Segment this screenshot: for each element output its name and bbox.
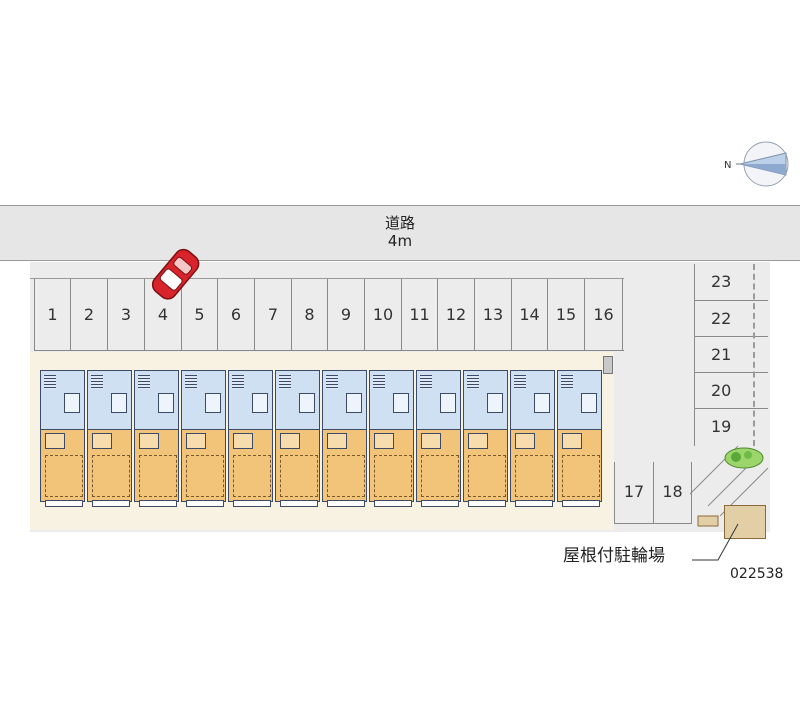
road-width: 4m — [387, 232, 413, 250]
parking-space: 8 — [292, 279, 328, 351]
parking-space: 21 — [695, 337, 768, 373]
parking-space: 14 — [512, 279, 548, 351]
parking-space: 4 — [145, 279, 182, 351]
svg-text:N: N — [724, 160, 731, 171]
bicycle-parking-label: 屋根付駐輪場 — [563, 546, 665, 566]
leader-line — [692, 523, 739, 561]
compass-icon: N — [724, 141, 789, 187]
parking-space: 20 — [695, 373, 768, 409]
road-name: 道路 — [384, 214, 415, 232]
unit-floorplan — [228, 370, 273, 507]
road — [0, 205, 800, 261]
parking-space: 13 — [475, 279, 512, 351]
car-icon — [151, 248, 200, 300]
unit-floorplan — [40, 370, 85, 507]
unit-floorplan — [557, 370, 602, 507]
unit-floorplan — [416, 370, 461, 507]
covered-bicycle-parking — [724, 505, 766, 539]
parking-space: 7 — [255, 279, 292, 351]
parking-space: 2 — [71, 279, 108, 351]
lane-divider — [753, 264, 755, 446]
parking-space: 1 — [35, 279, 71, 351]
parking-space: 22 — [695, 301, 768, 337]
parking-space: 16 — [585, 279, 623, 351]
bush-icon — [724, 447, 764, 469]
unit-floorplan — [510, 370, 555, 507]
bottom-stall-row: 17 18 — [614, 462, 692, 524]
unit-floorplan — [181, 370, 226, 507]
side-stall-column: 23 22 21 20 19 — [694, 264, 768, 446]
property-code: 022538 — [730, 566, 784, 582]
parking-space: 19 — [711, 417, 732, 436]
parking-space: 15 — [548, 279, 585, 351]
parking-space: 11 — [402, 279, 438, 351]
unit-floorplan — [463, 370, 508, 507]
top-stall-row: 1 2 3 4 5 6 7 8 9 10 11 12 13 14 15 16 — [34, 279, 624, 351]
unit-floorplan — [87, 370, 132, 507]
parking-space: 5 — [182, 279, 218, 351]
meter-box — [603, 356, 613, 374]
parking-space: 23 — [695, 264, 768, 301]
lot-aisle — [30, 262, 624, 279]
road-label: 道路 4m — [340, 214, 460, 250]
parking-space: 18 — [654, 462, 692, 523]
parking-space: 6 — [218, 279, 255, 351]
parking-space: 3 — [108, 279, 145, 351]
unit-floorplan — [275, 370, 320, 507]
unit-floorplan — [322, 370, 367, 507]
parking-space: 12 — [438, 279, 475, 351]
unit-floorplan — [134, 370, 179, 507]
parking-space: 10 — [365, 279, 402, 351]
unit-floorplan — [369, 370, 414, 507]
parking-space: 17 — [615, 462, 654, 523]
parking-space: 9 — [328, 279, 365, 351]
